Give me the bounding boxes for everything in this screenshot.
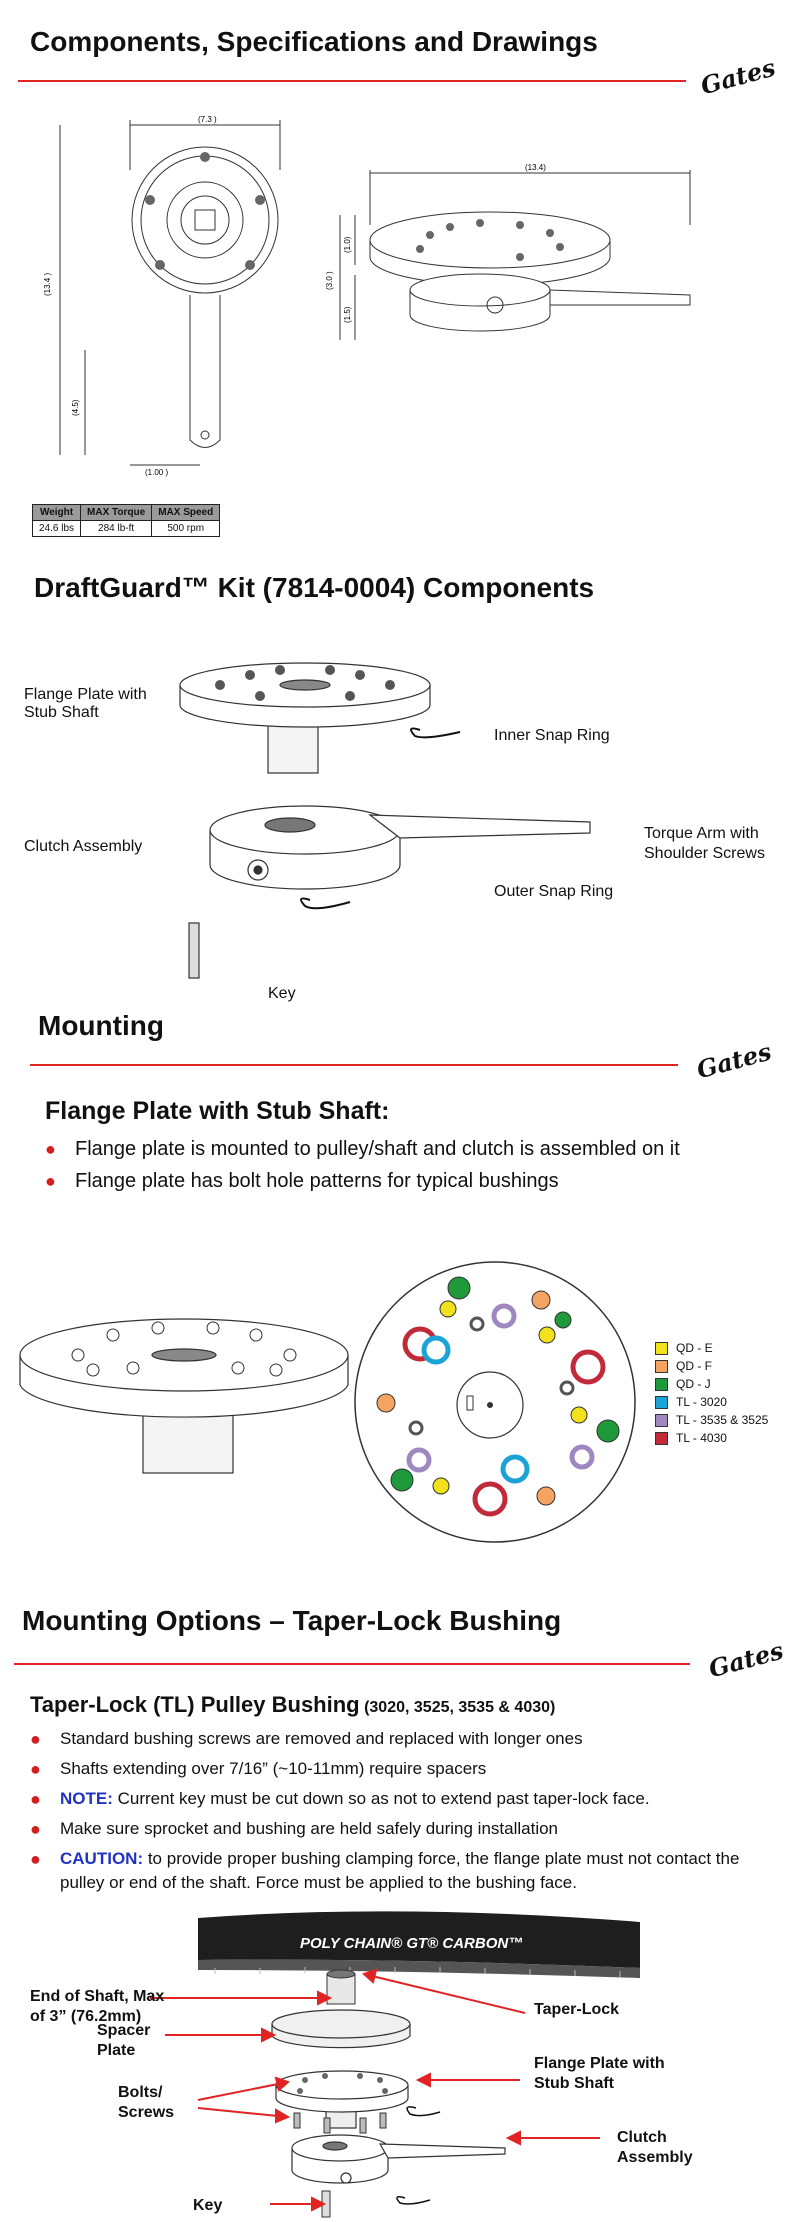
bullet-lead: CAUTION: <box>60 1849 144 1868</box>
gates-logo: Gates <box>697 52 779 101</box>
dim-label: (7.3 ) <box>198 115 217 124</box>
dim-label: (1.0) <box>343 236 352 253</box>
dim-label: (4.5) <box>71 399 80 416</box>
bullet-item: ● CAUTION: to provide proper bushing cla… <box>30 1847 750 1895</box>
legend-label: TL - 3020 <box>676 1395 727 1409</box>
label-clutch-assembly: Clutch Assembly <box>24 838 143 855</box>
bullet-dot: ● <box>45 1171 56 1191</box>
spec-cell: 24.6 lbs <box>31 520 82 537</box>
section1-title: Components, Specifications and Drawings <box>30 26 598 57</box>
label-torque-arm: Torque Arm with Shoulder Screws <box>644 825 765 862</box>
bullet-dot: ● <box>30 1789 41 1809</box>
bullet-item: ● Flange plate is mounted to pulley/shaf… <box>45 1135 745 1163</box>
dim-label: (1.5) <box>343 306 352 323</box>
gates-logo: Gates <box>693 1036 775 1085</box>
gates-logo: Gates <box>705 1635 787 1684</box>
bolt-pattern-legend: QD - E QD - F QD - J TL - 3020 TL - 3535… <box>655 1339 768 1447</box>
bullet-dot: ● <box>30 1759 41 1779</box>
legend-swatch <box>655 1395 668 1409</box>
legend-swatch <box>655 1359 668 1373</box>
label-bolts-screws: Bolts/ Screws <box>118 2084 175 2121</box>
bullet-text: Shafts extending over 7/16” (~10-11mm) r… <box>60 1757 750 1781</box>
label-key: Key <box>193 2197 223 2214</box>
title-rule <box>18 80 686 82</box>
spec-table: Weight MAX Torque MAX Speed 24.6 lbs 284… <box>31 504 221 537</box>
label-end-of-shaft: End of Shaft, Max of 3” (76.2mm) <box>30 1988 165 2025</box>
flange-plate-drawing <box>19 1318 349 1474</box>
front-view-drawing: (7.3 ) (13.4 ) (4.5) (1.00 ) <box>43 115 281 477</box>
label-key: Key <box>268 985 296 1002</box>
section3-bullet-list: ● Flange plate is mounted to pulley/shaf… <box>45 1135 745 1195</box>
bullet-dot: ● <box>30 1849 41 1869</box>
bullet-item: ● Shafts extending over 7/16” (~10-11mm)… <box>30 1757 750 1781</box>
bullet-body: Shafts extending over 7/16” (~10-11mm) r… <box>60 1759 487 1778</box>
legend-swatch <box>655 1431 668 1445</box>
bullet-text: Standard bushing screws are removed and … <box>60 1727 750 1751</box>
legend-item: TL - 3535 & 3525 <box>655 1411 768 1429</box>
section3-subtitle: Flange Plate with Stub Shaft: <box>45 1097 390 1125</box>
spec-cell: 500 rpm <box>151 520 221 537</box>
label-clutch-assembly: Clutch Assembly <box>617 2129 693 2166</box>
bullet-body: Standard bushing screws are removed and … <box>60 1729 583 1748</box>
legend-label: TL - 4030 <box>676 1431 727 1445</box>
bullet-dot: ● <box>30 1729 41 1749</box>
bullet-text: NOTE: Current key must be cut down so as… <box>60 1787 750 1811</box>
spec-cell: 284 lb-ft <box>80 520 153 537</box>
label-taper-lock: Taper-Lock <box>534 2001 620 2018</box>
legend-swatch <box>655 1341 668 1355</box>
bullet-dot: ● <box>45 1139 56 1159</box>
belt-brand-text: POLY CHAIN® GT® CARBON™ <box>300 1935 523 1952</box>
bullet-body: to provide proper bushing clamping force… <box>60 1849 740 1892</box>
kit-components-drawing <box>179 662 591 979</box>
bullet-text: Flange plate has bolt hole patterns for … <box>75 1170 559 1192</box>
bullet-text: CAUTION: to provide proper bushing clamp… <box>60 1847 750 1895</box>
bullet-body: Current key must be cut down so as not t… <box>112 1789 650 1808</box>
spec-header: Weight <box>31 504 82 521</box>
legend-item: TL - 3020 <box>655 1393 768 1411</box>
section3-title: Mounting <box>38 1010 164 1041</box>
section4-subtitle: Taper-Lock (TL) Pulley Bushing (3020, 35… <box>30 1692 555 1718</box>
label-flange-plate: Flange Plate with Stub Shaft <box>24 686 147 721</box>
subtitle-text: Taper-Lock (TL) Pulley Bushing <box>30 1692 360 1717</box>
section4-title: Mounting Options – Taper-Lock Bushing <box>22 1605 562 1636</box>
label-spacer-plate: Spacer Plate <box>97 2022 151 2059</box>
bolt-pattern-diagram <box>354 1261 636 1543</box>
section2-title: DraftGuard™ Kit (7814-0004) Components <box>34 572 595 603</box>
dim-label: (13.4 ) <box>43 273 52 296</box>
title-rule <box>30 1064 678 1066</box>
section4-bullet-list: ● Standard bushing screws are removed an… <box>30 1727 750 1895</box>
subtitle-small-text: (3020, 3525, 3535 & 4030) <box>364 1699 556 1716</box>
legend-label: TL - 3535 & 3525 <box>676 1413 769 1427</box>
legend-item: QD - E <box>655 1339 768 1357</box>
dim-label: (1.00 ) <box>145 468 168 477</box>
side-view-drawing: (13.4) (3.0 ) (1.0) (1.5) <box>325 163 691 340</box>
exploded-assembly-drawing: POLY CHAIN® GT® CARBON™ <box>150 1911 640 2218</box>
bullet-dot: ● <box>30 1819 41 1839</box>
bullet-item: ● Standard bushing screws are removed an… <box>30 1727 750 1751</box>
title-rule <box>14 1663 690 1665</box>
legend-swatch <box>655 1413 668 1427</box>
label-inner-snap-ring: Inner Snap Ring <box>494 727 610 744</box>
legend-label: QD - E <box>676 1341 713 1355</box>
spec-header: MAX Speed <box>151 504 221 521</box>
legend-label: QD - F <box>676 1359 712 1373</box>
dim-label: (13.4) <box>525 163 546 172</box>
bullet-item: ● Make sure sprocket and bushing are hel… <box>30 1817 750 1841</box>
bullet-text: Flange plate is mounted to pulley/shaft … <box>75 1138 680 1160</box>
legend-item: QD - J <box>655 1375 768 1393</box>
legend-swatch <box>655 1377 668 1391</box>
label-outer-snap-ring: Outer Snap Ring <box>494 883 614 900</box>
label-flange-plate: Flange Plate with Stub Shaft <box>534 2055 665 2092</box>
legend-item: QD - F <box>655 1357 768 1375</box>
bullet-item: ● NOTE: Current key must be cut down so … <box>30 1787 750 1811</box>
spec-header: MAX Torque <box>80 504 153 521</box>
bullet-body: Make sure sprocket and bushing are held … <box>60 1819 559 1838</box>
dim-label: (3.0 ) <box>325 271 334 290</box>
bullet-text: Make sure sprocket and bushing are held … <box>60 1817 750 1841</box>
bullet-item: ● Flange plate has bolt hole patterns fo… <box>45 1167 745 1195</box>
bullet-lead: NOTE: <box>60 1789 113 1808</box>
legend-label: QD - J <box>676 1377 711 1391</box>
legend-item: TL - 4030 <box>655 1429 768 1447</box>
